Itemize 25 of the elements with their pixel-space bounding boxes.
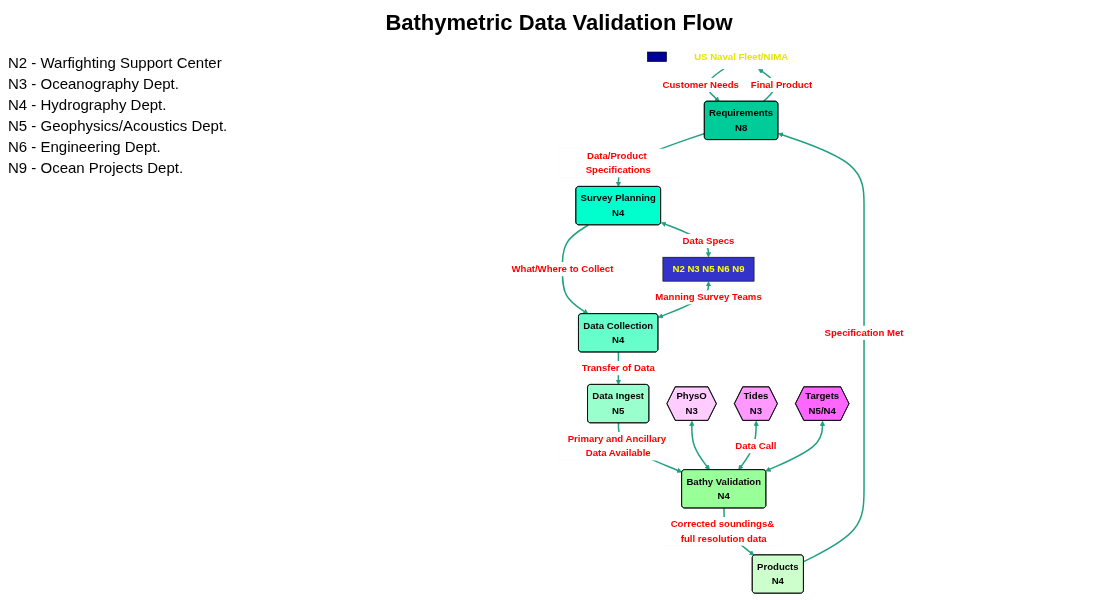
- edge-label: Manning Survey Teams: [655, 292, 762, 303]
- note-text: N4 - Hydrography Dept.: [8, 95, 168, 115]
- note-text: N9 - Ocean Projects Dept.: [8, 158, 185, 178]
- edge-label: Corrected soundings& full resolution data: [670, 518, 775, 544]
- edge-label: Final Product: [750, 79, 813, 90]
- arrow: [765, 420, 826, 472]
- edge-label: Primary and Ancillary Data Available: [567, 433, 667, 459]
- arrow: [689, 420, 710, 471]
- edge-label: Specification Met: [824, 327, 904, 338]
- arrow: [561, 224, 589, 315]
- note-text: N2 - Warfighting Support Center: [8, 53, 223, 73]
- node-text: US Naval Fleet/NIMA: [694, 51, 789, 62]
- edge-label: Data/Product Specifications: [585, 150, 651, 175]
- node-box: [647, 51, 667, 62]
- edge-label: Data Specs: [682, 235, 735, 246]
- note-text: N5 - Geophysics/Acoustics Dept.: [8, 116, 228, 136]
- edge-label: Customer Needs: [662, 79, 739, 90]
- arrow: [778, 132, 865, 563]
- note-text: N3 - Oceanography Dept.: [8, 74, 180, 94]
- note-text: N6 - Engineering Dept.: [8, 137, 162, 157]
- diagram-title: Bathymetric Data Validation Flow: [384, 10, 734, 36]
- node-box: N2 N3 N5 N6 N9: [662, 256, 755, 282]
- edge-label: Transfer of Data: [581, 362, 655, 373]
- edge-label: What/Where to Collect: [511, 263, 614, 274]
- edge-label: Data Call: [735, 440, 777, 451]
